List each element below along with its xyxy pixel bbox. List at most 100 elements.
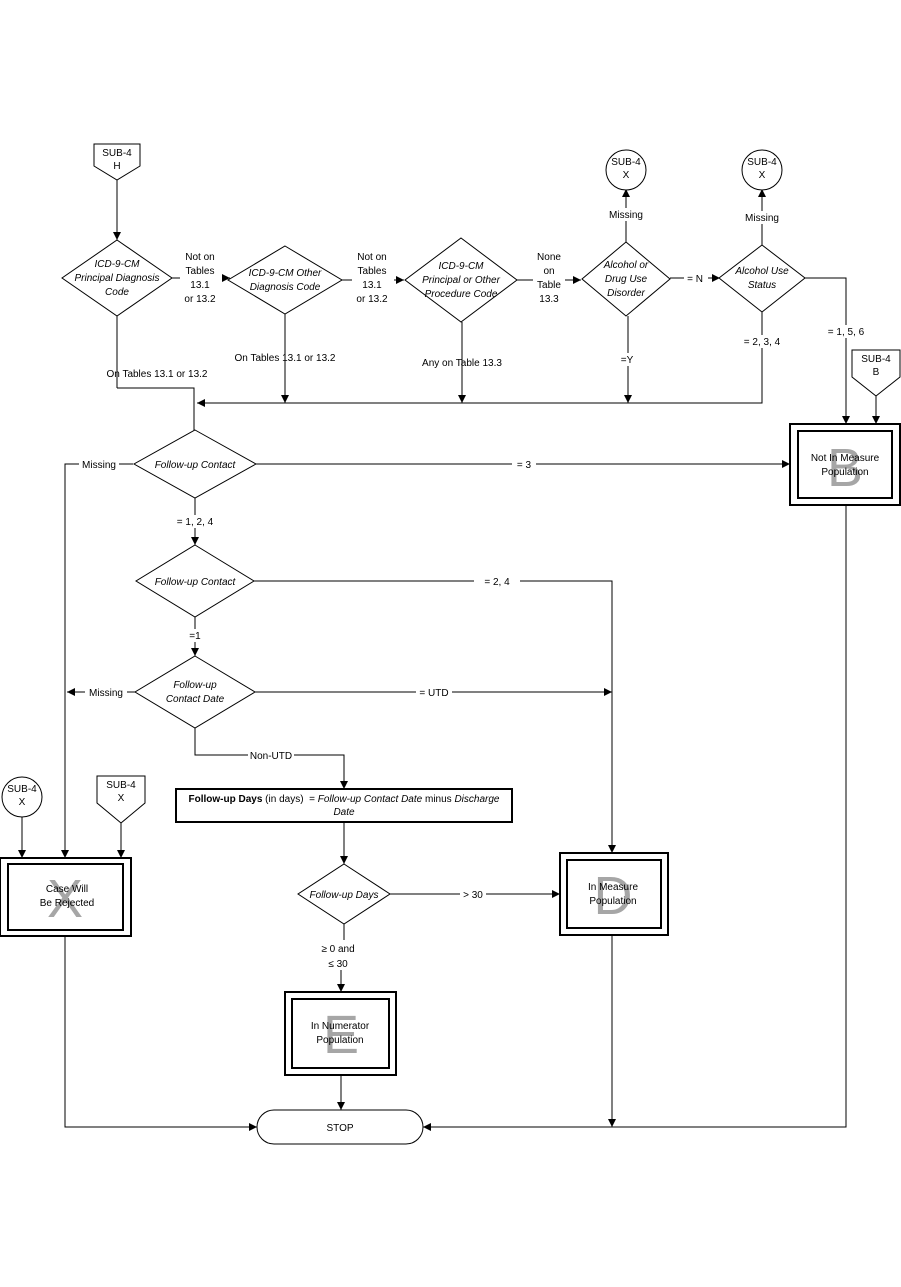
connector-sub4-x-left-2: SUB-4 X — [96, 775, 146, 824]
svg-text:on: on — [543, 266, 554, 277]
svg-text:SUB-4: SUB-4 — [7, 784, 37, 795]
svg-text:=Y: =Y — [621, 355, 634, 366]
svg-text:H: H — [113, 161, 120, 172]
svg-text:SUB-4: SUB-4 — [747, 157, 777, 168]
svg-text:Disorder: Disorder — [607, 288, 645, 299]
decision-followup-contact-1: Follow-up Contact — [132, 429, 258, 499]
label-eq-n: = N — [684, 272, 708, 285]
connector-sub4-b: SUB-4 B — [851, 349, 901, 397]
svg-text:Principal Diagnosis: Principal Diagnosis — [74, 273, 159, 284]
svg-text:Follow-up Days (in days) = Fo: Follow-up Days (in days) = Follow-up Con… — [189, 794, 500, 805]
svg-text:X: X — [759, 170, 766, 181]
label-on-tables-2: On Tables 13.1 or 13.2 — [235, 353, 336, 364]
label-non-utd: Non-UTD — [248, 749, 294, 762]
svg-text:13.1: 13.1 — [190, 280, 210, 291]
outcome-rejected: X Case Will Be Rejected — [0, 857, 132, 937]
connector-sub4-h: SUB-4 H — [93, 143, 141, 181]
svg-text:= N: = N — [687, 274, 703, 285]
label-eq-124: = 1, 2, 4 — [172, 515, 218, 528]
svg-text:Follow-up Days: Follow-up Days — [310, 890, 379, 901]
svg-text:Not In Measure: Not In Measure — [811, 453, 880, 464]
decision-principal-diagnosis: ICD-9-CM Principal Diagnosis Code — [61, 239, 173, 317]
svg-text:Table: Table — [537, 280, 561, 291]
decision-followup-contact-2: Follow-up Contact — [135, 544, 255, 618]
svg-text:Case Will: Case Will — [46, 884, 88, 895]
outcome-in-numerator: E In Numerator Population — [284, 991, 397, 1076]
svg-text:D: D — [594, 866, 633, 926]
svg-text:Contact Date: Contact Date — [166, 694, 225, 705]
label-eq-3: = 3 — [512, 458, 536, 471]
svg-text:In Measure: In Measure — [588, 882, 638, 893]
svg-text:Missing: Missing — [89, 688, 123, 699]
terminator-stop: STOP — [256, 1109, 424, 1145]
process-followup-days: Follow-up Days (in days) = Follow-up Con… — [175, 788, 513, 823]
svg-text:Alcohol Use: Alcohol Use — [734, 266, 789, 277]
label-missing-contact: Missing — [79, 458, 119, 471]
svg-text:STOP: STOP — [326, 1123, 353, 1134]
svg-text:Missing: Missing — [82, 460, 116, 471]
decision-other-diagnosis: ICD-9-CM Other Diagnosis Code — [227, 245, 343, 315]
svg-text:Procedure Code: Procedure Code — [425, 289, 498, 300]
svg-text:Follow-up Contact: Follow-up Contact — [155, 460, 237, 471]
label-eq-y: =Y — [616, 353, 640, 366]
label-not-on-tables-1: Not on Tables 13.1 or 13.2 — [180, 249, 222, 307]
svg-text:In Numerator: In Numerator — [311, 1021, 370, 1032]
svg-text:ICD-9-CM Other: ICD-9-CM Other — [249, 268, 322, 279]
svg-text:= 1, 2, 4: = 1, 2, 4 — [177, 517, 214, 528]
branch-labels: Not on Tables 13.1 or 13.2 Not on Tables… — [79, 208, 868, 970]
svg-text:Alcohol or: Alcohol or — [603, 260, 649, 271]
svg-text:None: None — [537, 252, 561, 263]
label-eq-1: =1 — [184, 629, 206, 642]
svg-text:= 2, 3, 4: = 2, 3, 4 — [744, 337, 781, 348]
decision-procedure-code: ICD-9-CM Principal or Other Procedure Co… — [404, 237, 518, 323]
svg-text:≥ 0 and: ≥ 0 and — [321, 944, 354, 955]
svg-text:=1: =1 — [189, 631, 201, 642]
svg-text:or 13.2: or 13.2 — [184, 294, 216, 305]
svg-text:Principal or Other: Principal or Other — [422, 275, 500, 286]
svg-text:Population: Population — [821, 467, 868, 478]
svg-text:Not on: Not on — [185, 252, 214, 263]
svg-text:B: B — [827, 438, 863, 498]
svg-text:X: X — [47, 869, 83, 929]
svg-text:≤ 30: ≤ 30 — [328, 959, 348, 970]
svg-text:SUB-4: SUB-4 — [106, 780, 136, 791]
svg-text:= UTD: = UTD — [419, 688, 448, 699]
svg-text:Date: Date — [333, 807, 355, 818]
label-ge-0-le-30: ≥ 0 and ≤ 30 — [312, 942, 364, 970]
svg-text:Drug Use: Drug Use — [605, 274, 648, 285]
decision-followup-days: Follow-up Days — [297, 863, 391, 925]
svg-text:Non-UTD: Non-UTD — [250, 751, 292, 762]
label-not-on-tables-2: Not on Tables 13.1 or 13.2 — [352, 249, 394, 307]
connector-sub4-x-top-2: SUB-4 X — [741, 149, 783, 191]
svg-text:= 3: = 3 — [517, 460, 532, 471]
svg-text:Population: Population — [589, 896, 636, 907]
svg-text:B: B — [873, 367, 880, 378]
label-missing-1: Missing — [606, 208, 646, 221]
label-none-on-table: None on Table 13.3 — [533, 249, 565, 307]
svg-text:Diagnosis Code: Diagnosis Code — [250, 282, 321, 293]
flow-lines — [18, 180, 880, 1131]
svg-text:or 13.2: or 13.2 — [356, 294, 388, 305]
svg-text:> 30: > 30 — [463, 890, 483, 901]
svg-text:13.1: 13.1 — [362, 280, 382, 291]
label-missing-2: Missing — [742, 211, 782, 224]
decision-alcohol-drug-use: Alcohol or Drug Use Disorder — [581, 241, 671, 317]
outcome-in-measure: D In Measure Population — [559, 852, 669, 936]
svg-text:ICD-9-CM: ICD-9-CM — [439, 261, 485, 272]
label-missing-date: Missing — [85, 686, 127, 699]
svg-text:Code: Code — [105, 287, 129, 298]
svg-text:= 1, 5, 6: = 1, 5, 6 — [828, 327, 865, 338]
svg-text:Population: Population — [316, 1035, 363, 1046]
label-eq-234: = 2, 3, 4 — [740, 335, 784, 348]
svg-text:X: X — [623, 170, 630, 181]
label-any-on-table: Any on Table 13.3 — [422, 358, 502, 369]
svg-text:SUB-4: SUB-4 — [611, 157, 641, 168]
svg-text:X: X — [19, 797, 26, 808]
label-eq-2-4: = 2, 4 — [474, 575, 520, 588]
svg-text:Tables: Tables — [186, 266, 215, 277]
svg-text:Status: Status — [748, 280, 776, 291]
svg-text:Be Rejected: Be Rejected — [40, 898, 94, 909]
svg-text:E: E — [323, 1005, 359, 1065]
svg-text:Not on: Not on — [357, 252, 386, 263]
